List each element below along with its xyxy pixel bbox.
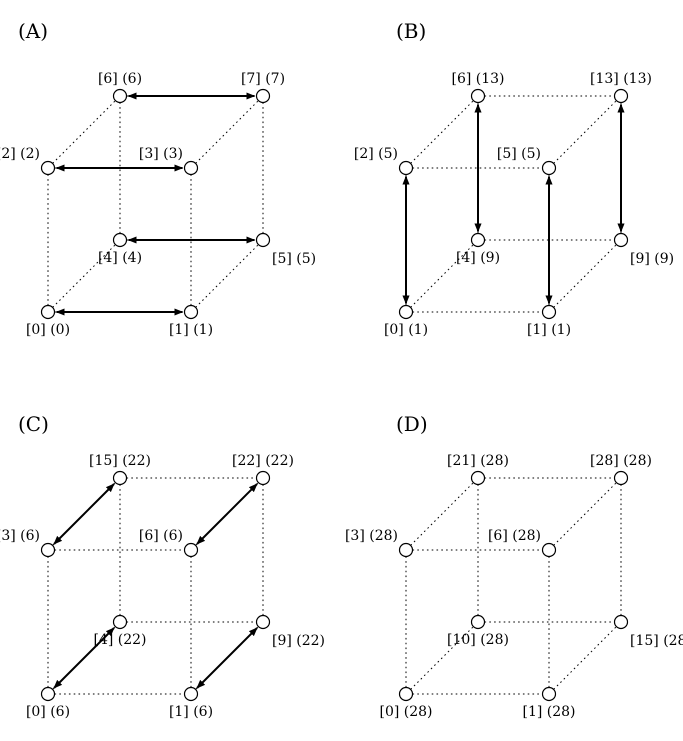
node-label: [1] (28): [522, 704, 575, 720]
node-label: [7] (7): [241, 71, 285, 87]
node-label: [9] (22): [272, 633, 325, 649]
panel-a: (A) [0] (0) [1] (1) [2] (2) [3] (3) [4] (4) [5…: [0, 19, 316, 338]
cube-node: [470, 470, 486, 486]
cube-node: [255, 614, 271, 630]
cube-node: [613, 232, 629, 248]
cube-node: [112, 88, 128, 104]
cube-edge: [52, 100, 116, 164]
cube-node: [40, 160, 56, 176]
node-label: [1] (1): [527, 322, 571, 338]
node-label: [10] (28): [447, 632, 509, 648]
node-label: [28] (28): [590, 453, 652, 469]
cube-node: [40, 304, 56, 320]
cube-node: [613, 470, 629, 486]
cube-edge: [410, 482, 474, 546]
cube-node: [183, 160, 199, 176]
cube-node: [541, 160, 557, 176]
node-label: [22] (22): [232, 453, 294, 469]
cube-node: [40, 542, 56, 558]
cube-edge: [410, 244, 474, 308]
node-label: [13] (13): [590, 71, 652, 87]
node-label: [3] (6): [0, 528, 40, 544]
panel-c: (C) [0] (6) [1] (6) [3] (6) [6] (6) [4] (22) […: [0, 412, 325, 720]
cube-edge: [195, 244, 259, 308]
cube-edge: [195, 100, 259, 164]
node-label: [4] (22): [93, 632, 146, 648]
cube-node: [112, 232, 128, 248]
cube-node: [183, 542, 199, 558]
cube-node: [398, 542, 414, 558]
cube-node: [398, 160, 414, 176]
cube-node: [183, 686, 199, 702]
cube-edge: [410, 100, 474, 164]
panel-label: (C): [18, 412, 49, 436]
node-label: [6] (28): [488, 528, 541, 544]
exchange-arrow: [53, 483, 115, 545]
panel-d: (D) [0] (28) [1] (28) [3] (28) [6] (28) [10] …: [345, 412, 683, 720]
cube-node: [255, 88, 271, 104]
node-label: [6] (6): [139, 528, 183, 544]
node-label: [6] (13): [451, 71, 504, 87]
node-label: [5] (5): [272, 251, 316, 267]
cube-node: [183, 304, 199, 320]
node-label: [0] (1): [384, 322, 428, 338]
exchange-arrow: [53, 627, 115, 689]
node-label: [9] (9): [630, 251, 674, 267]
cube-edge: [553, 482, 617, 546]
cube-node: [541, 304, 557, 320]
panel-label: (D): [396, 412, 428, 436]
cube-node: [541, 686, 557, 702]
node-label: [2] (2): [0, 146, 40, 162]
node-label: [1] (6): [169, 704, 213, 720]
node-label: [0] (6): [26, 704, 70, 720]
node-label: [21] (28): [447, 453, 509, 469]
node-label: [2] (5): [354, 146, 398, 162]
cube-node: [613, 614, 629, 630]
cube-node: [470, 88, 486, 104]
node-label: [0] (0): [26, 322, 70, 338]
cube-edge: [553, 100, 617, 164]
cube-node: [398, 686, 414, 702]
node-label: [0] (28): [379, 704, 432, 720]
node-label: [15] (28): [630, 633, 683, 649]
cube-edge: [553, 626, 617, 690]
cube-node: [398, 304, 414, 320]
node-label: [15] (22): [89, 453, 151, 469]
panel-label: (A): [18, 19, 48, 43]
node-label: [3] (3): [139, 146, 183, 162]
cube-node: [470, 614, 486, 630]
cube-edge: [553, 244, 617, 308]
cube-node: [470, 232, 486, 248]
cube-edge: [410, 626, 474, 690]
node-label: [3] (28): [345, 528, 398, 544]
cube-node: [255, 232, 271, 248]
cube-node: [112, 614, 128, 630]
cube-node: [541, 542, 557, 558]
cube-node: [112, 470, 128, 486]
panel-label: (B): [396, 19, 426, 43]
node-label: [4] (9): [456, 250, 500, 266]
node-label: [5] (5): [497, 146, 541, 162]
cube-node: [40, 686, 56, 702]
cube-node: [255, 470, 271, 486]
node-label: [1] (1): [169, 322, 213, 338]
exchange-arrow: [196, 627, 258, 689]
panel-b: (B) [0] (1) [1] (1) [2] (5) [5] (5) [4] (9) [9…: [354, 19, 674, 338]
exchange-arrow: [196, 483, 258, 545]
cube-edge: [52, 244, 116, 308]
node-label: [6] (6): [98, 71, 142, 87]
cube-node: [613, 88, 629, 104]
node-label: [4] (4): [98, 250, 142, 266]
